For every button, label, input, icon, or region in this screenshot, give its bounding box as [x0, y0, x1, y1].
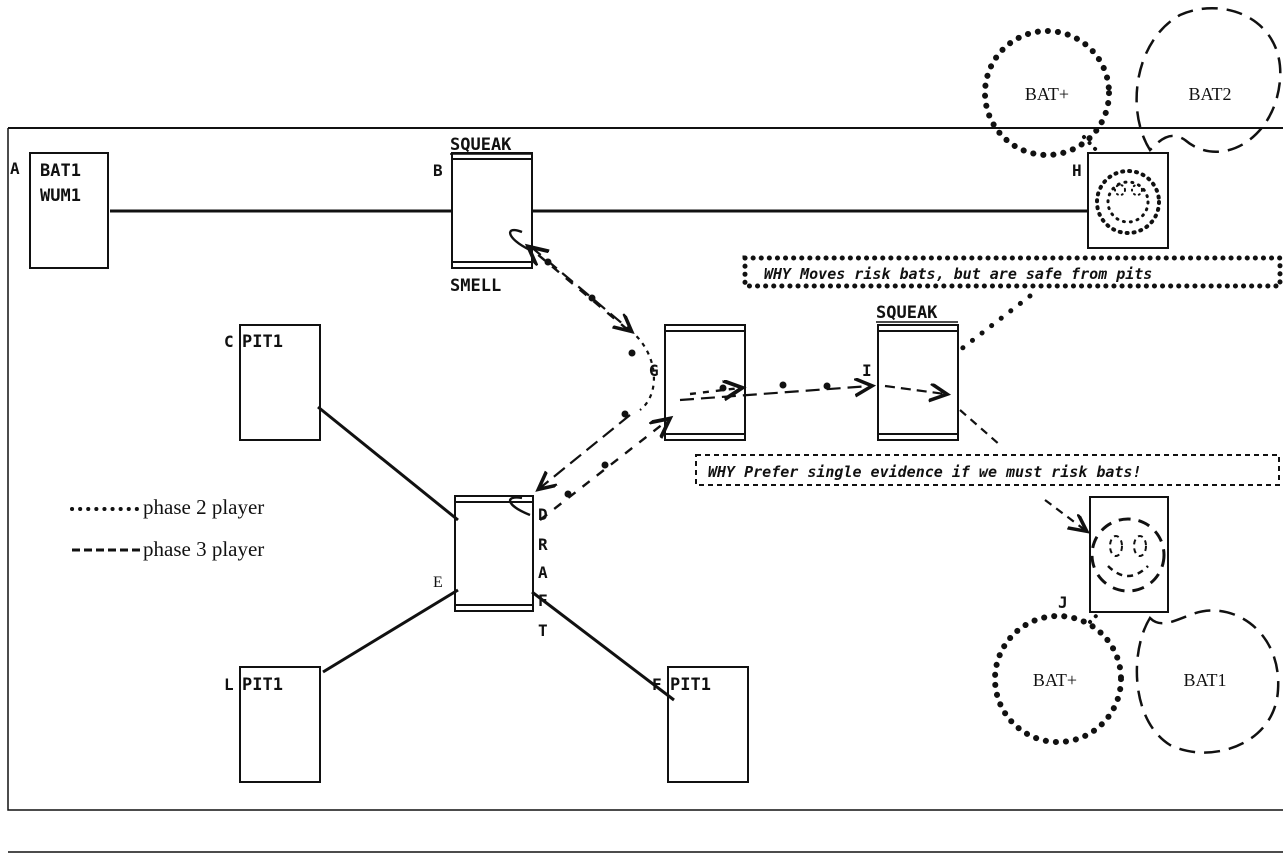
room-content: PIT1	[670, 675, 711, 695]
room-h: H	[1072, 153, 1168, 248]
room-f: F PIT1	[652, 667, 748, 782]
svg-text:R: R	[538, 535, 548, 554]
room-content: WUM1	[40, 186, 81, 206]
room-letter: B	[433, 161, 443, 180]
room-g: G	[649, 325, 745, 440]
room-content: PIT1	[242, 332, 283, 352]
phase3-path	[510, 230, 740, 520]
phase2-path	[530, 246, 1085, 530]
room-letter: I	[862, 361, 872, 380]
svg-text:WHY Prefer single evidence if: WHY Prefer single evidence if we must ri…	[708, 463, 1141, 481]
room-letter: A	[10, 159, 20, 178]
svg-text:WHY Moves risk bats, but are s: WHY Moves risk bats, but are safe from p…	[764, 265, 1152, 283]
bubble-bat1-j: BAT1	[1137, 610, 1278, 752]
room-b: B SQUEAK SMELL	[433, 135, 532, 296]
smiley-dashed-icon	[1092, 519, 1164, 591]
draft-label: D R A F T	[538, 505, 548, 640]
legend-phase3-label: phase 3 player	[143, 537, 264, 561]
bubble-bat-plus-j: BAT+	[995, 612, 1121, 742]
room-letter: C	[224, 332, 234, 351]
squeak-label: SQUEAK	[450, 135, 512, 155]
room-a: A BAT1 WUM1	[10, 153, 108, 268]
svg-text:BAT1: BAT1	[1183, 670, 1226, 690]
svg-text:BAT+: BAT+	[1033, 670, 1077, 690]
smell-label: SMELL	[450, 276, 501, 296]
room-letter: F	[652, 675, 662, 694]
room-content: PIT1	[242, 675, 283, 695]
why-note-prefer: WHY Prefer single evidence if we must ri…	[696, 455, 1279, 485]
why-note-moves: WHY Moves risk bats, but are safe from p…	[745, 258, 1280, 286]
room-letter: J	[1058, 593, 1068, 612]
svg-text:BAT+: BAT+	[1025, 84, 1069, 104]
legend-phase2-label: phase 2 player	[143, 495, 264, 519]
room-j: J	[1058, 497, 1168, 612]
room-letter: L	[224, 675, 234, 694]
room-letter: E	[433, 574, 443, 591]
bubble-bat2-h: BAT2	[1137, 8, 1281, 152]
frame	[8, 128, 1283, 852]
room-l: L PIT1	[224, 667, 320, 782]
svg-text:A: A	[538, 563, 548, 582]
room-e: E D R A F T	[433, 496, 548, 640]
why-pointer	[960, 296, 1030, 350]
svg-text:F: F	[538, 591, 548, 610]
room-c: C PIT1	[224, 325, 320, 440]
room-letter: H	[1072, 161, 1082, 180]
bubble-bat-plus-h: BAT+	[985, 31, 1109, 155]
svg-text:T: T	[538, 621, 548, 640]
room-i: I SQUEAK	[862, 303, 958, 440]
svg-text:BAT2: BAT2	[1188, 84, 1231, 104]
room-content: BAT1	[40, 161, 81, 181]
legend: phase 2 player phase 3 player	[72, 495, 264, 561]
squeak-label: SQUEAK	[876, 303, 938, 323]
smiley-dotted-icon	[1097, 171, 1159, 233]
